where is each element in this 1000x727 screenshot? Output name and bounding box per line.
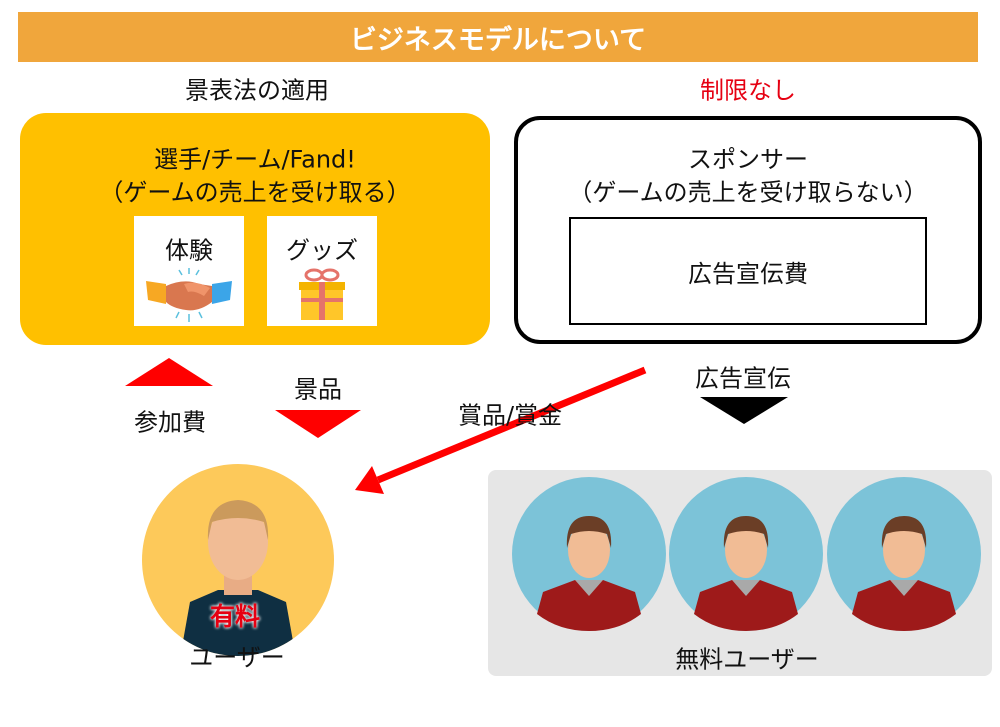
paid-badge: 有料 [209, 602, 261, 631]
handshake-icon [146, 268, 232, 322]
experience-card: 体験 [134, 216, 244, 326]
creator-box [20, 113, 490, 345]
creator-title: 選手/チーム/Fand! [154, 145, 356, 174]
title-banner: ビジネスモデルについて [18, 12, 978, 62]
ad-cost-box: 広告宣伝費 [569, 217, 927, 325]
fee-arrow-up [125, 358, 213, 386]
goods-label: グッズ [286, 236, 358, 265]
free-users-label: 無料ユーザー [675, 645, 819, 674]
ad-arrow-down [700, 397, 788, 424]
reward-label: 賞品/賞金 [457, 401, 563, 430]
right-header: 制限なし [700, 76, 796, 105]
creator-subtitle: （ゲームの売上を受け取る） [99, 178, 411, 207]
free-user-avatar [827, 477, 981, 631]
title: ビジネスモデルについて [349, 24, 647, 56]
sponsor-subtitle: （ゲームの売上を受け取らない） [568, 178, 928, 207]
goods-card: グッズ [267, 216, 377, 326]
prize-arrow-down [275, 410, 361, 438]
experience-label: 体験 [165, 236, 213, 265]
left-header: 景表法の適用 [185, 76, 329, 105]
paid-user-avatar [142, 464, 334, 656]
sponsor-box [514, 116, 982, 344]
paid-user-label: ユーザー [189, 643, 285, 672]
free-user-avatars [512, 477, 981, 631]
prize-label: 景品 [294, 375, 342, 404]
gift-icon [299, 268, 345, 320]
ad-cost-label: 広告宣伝費 [688, 259, 808, 288]
fee-label: 参加費 [134, 408, 206, 437]
reward-arrow [376, 366, 647, 484]
free-user-avatar [512, 477, 666, 631]
free-user-avatar [669, 477, 823, 631]
ad-label: 広告宣伝 [695, 364, 791, 393]
sponsor-title: スポンサー [688, 145, 808, 174]
reward-arrow-head [355, 466, 384, 494]
